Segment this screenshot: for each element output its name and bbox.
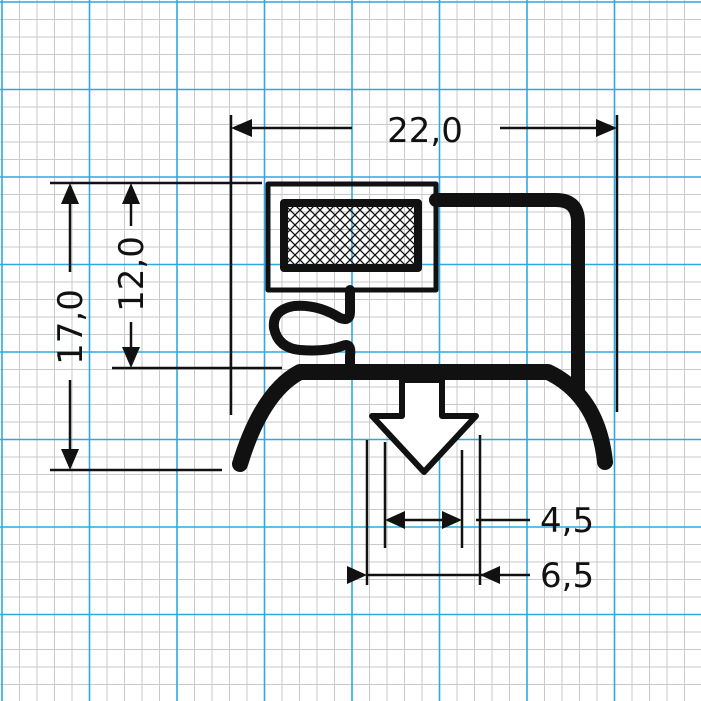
dimension-lines [50, 115, 619, 585]
dim-label-height-inner: 12,0 [112, 236, 152, 312]
dim-width-arrow-right [596, 119, 617, 137]
dim-h17-arrow-top [61, 183, 79, 204]
dim-stem-arrow-right [442, 511, 462, 529]
dim-label-width-total: 22,0 [387, 111, 463, 151]
dim-arrow-arrow-right [480, 566, 500, 584]
base-arch [232, 364, 613, 472]
dim-h12-arrow-bottom [122, 347, 140, 368]
dim-label-arrow-width: 6,5 [540, 556, 594, 596]
dim-h12-arrow-top [122, 183, 140, 204]
dim-arrow-arrow-left [347, 566, 367, 584]
bellows-loop [268, 285, 356, 375]
anchor-arrow [369, 377, 479, 475]
dim-label-height-total: 17,0 [51, 289, 91, 365]
dim-label-stem-width: 4,5 [540, 501, 594, 541]
dim-width-arrow-left [231, 119, 252, 137]
magnet-strip [280, 199, 422, 272]
dim-stem-arrow-left [385, 511, 405, 529]
dim-h17-arrow-bottom [61, 449, 79, 470]
top-flange [429, 193, 585, 397]
gasket-profile [232, 181, 613, 475]
